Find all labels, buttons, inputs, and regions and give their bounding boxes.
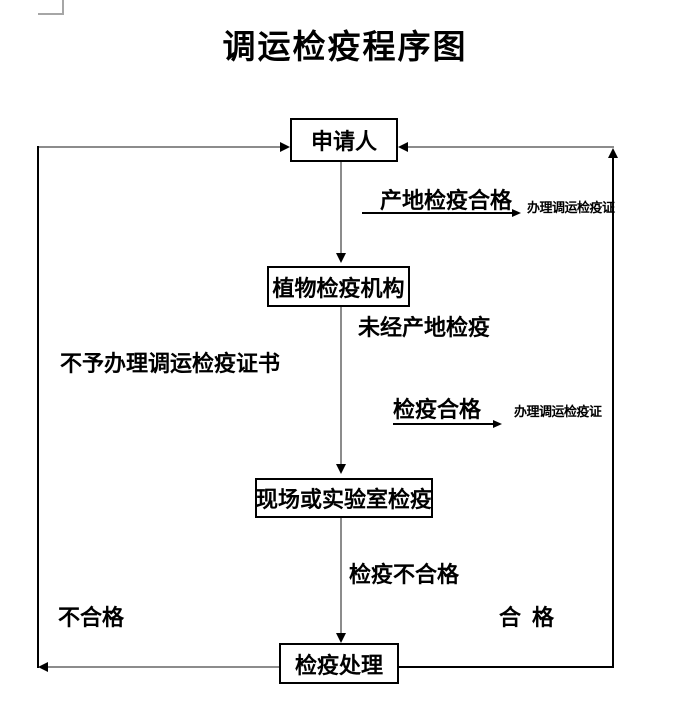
- node-applicant: 申请人: [290, 118, 398, 162]
- connector-left-vertical: [37, 146, 39, 668]
- arrowhead-origin-cert-icon: [512, 209, 521, 217]
- arrowhead-into-treatment-icon: [336, 633, 346, 643]
- connector-right-vertical: [612, 152, 614, 668]
- label-not-origin-quarantined: 未经产地检疫: [358, 315, 491, 340]
- connector-lab-to-treatment: [340, 518, 342, 634]
- arrowhead-pass-cert-icon: [493, 420, 502, 428]
- connector-agency-to-lab: [340, 307, 342, 465]
- connector-treatment-to-rightloop: [399, 666, 614, 668]
- label-quarantine-passed: 检疫合格: [393, 397, 482, 422]
- label-failed: 不合格: [58, 605, 125, 630]
- node-quarantine-treatment: 检疫处理: [279, 643, 399, 684]
- connector-origin-pass-to-cert: [362, 212, 514, 214]
- label-origin-quarantine-passed: 产地检疫合格: [380, 188, 513, 213]
- label-refuse-transport-cert: 不予办理调运检疫证书: [60, 351, 281, 376]
- node-plant-quarantine-agency: 植物检疫机构: [267, 266, 410, 307]
- arrowhead-into-lab-icon: [336, 464, 346, 474]
- page-corner-mark-horizontal: [38, 13, 64, 15]
- connector-applicant-to-agency: [340, 162, 342, 254]
- connector-treatment-to-leftloop: [44, 666, 279, 668]
- connector-rightloop-to-applicant: [404, 146, 614, 148]
- diagram-title: 调运检疫程序图: [222, 30, 468, 66]
- label-issue-transport-cert-top: 办理调运检疫证: [527, 200, 615, 215]
- connector-pass-to-cert: [393, 423, 495, 425]
- label-passed: 合 格: [499, 605, 555, 630]
- page-corner-mark-vertical: [62, 0, 64, 14]
- arrowhead-into-left-loop-icon: [38, 662, 48, 672]
- node-onsite-or-lab-quarantine: 现场或实验室检疫: [255, 478, 433, 518]
- arrowhead-into-applicant-left-icon: [280, 142, 290, 152]
- arrowhead-up-right-loop-icon: [608, 148, 618, 158]
- connector-leftloop-to-applicant: [38, 146, 286, 148]
- arrowhead-into-agency-icon: [336, 253, 346, 263]
- label-issue-transport-cert-mid: 办理调运检疫证: [514, 404, 602, 419]
- arrowhead-into-applicant-right-icon: [398, 142, 408, 152]
- label-quarantine-failed: 检疫不合格: [349, 562, 460, 587]
